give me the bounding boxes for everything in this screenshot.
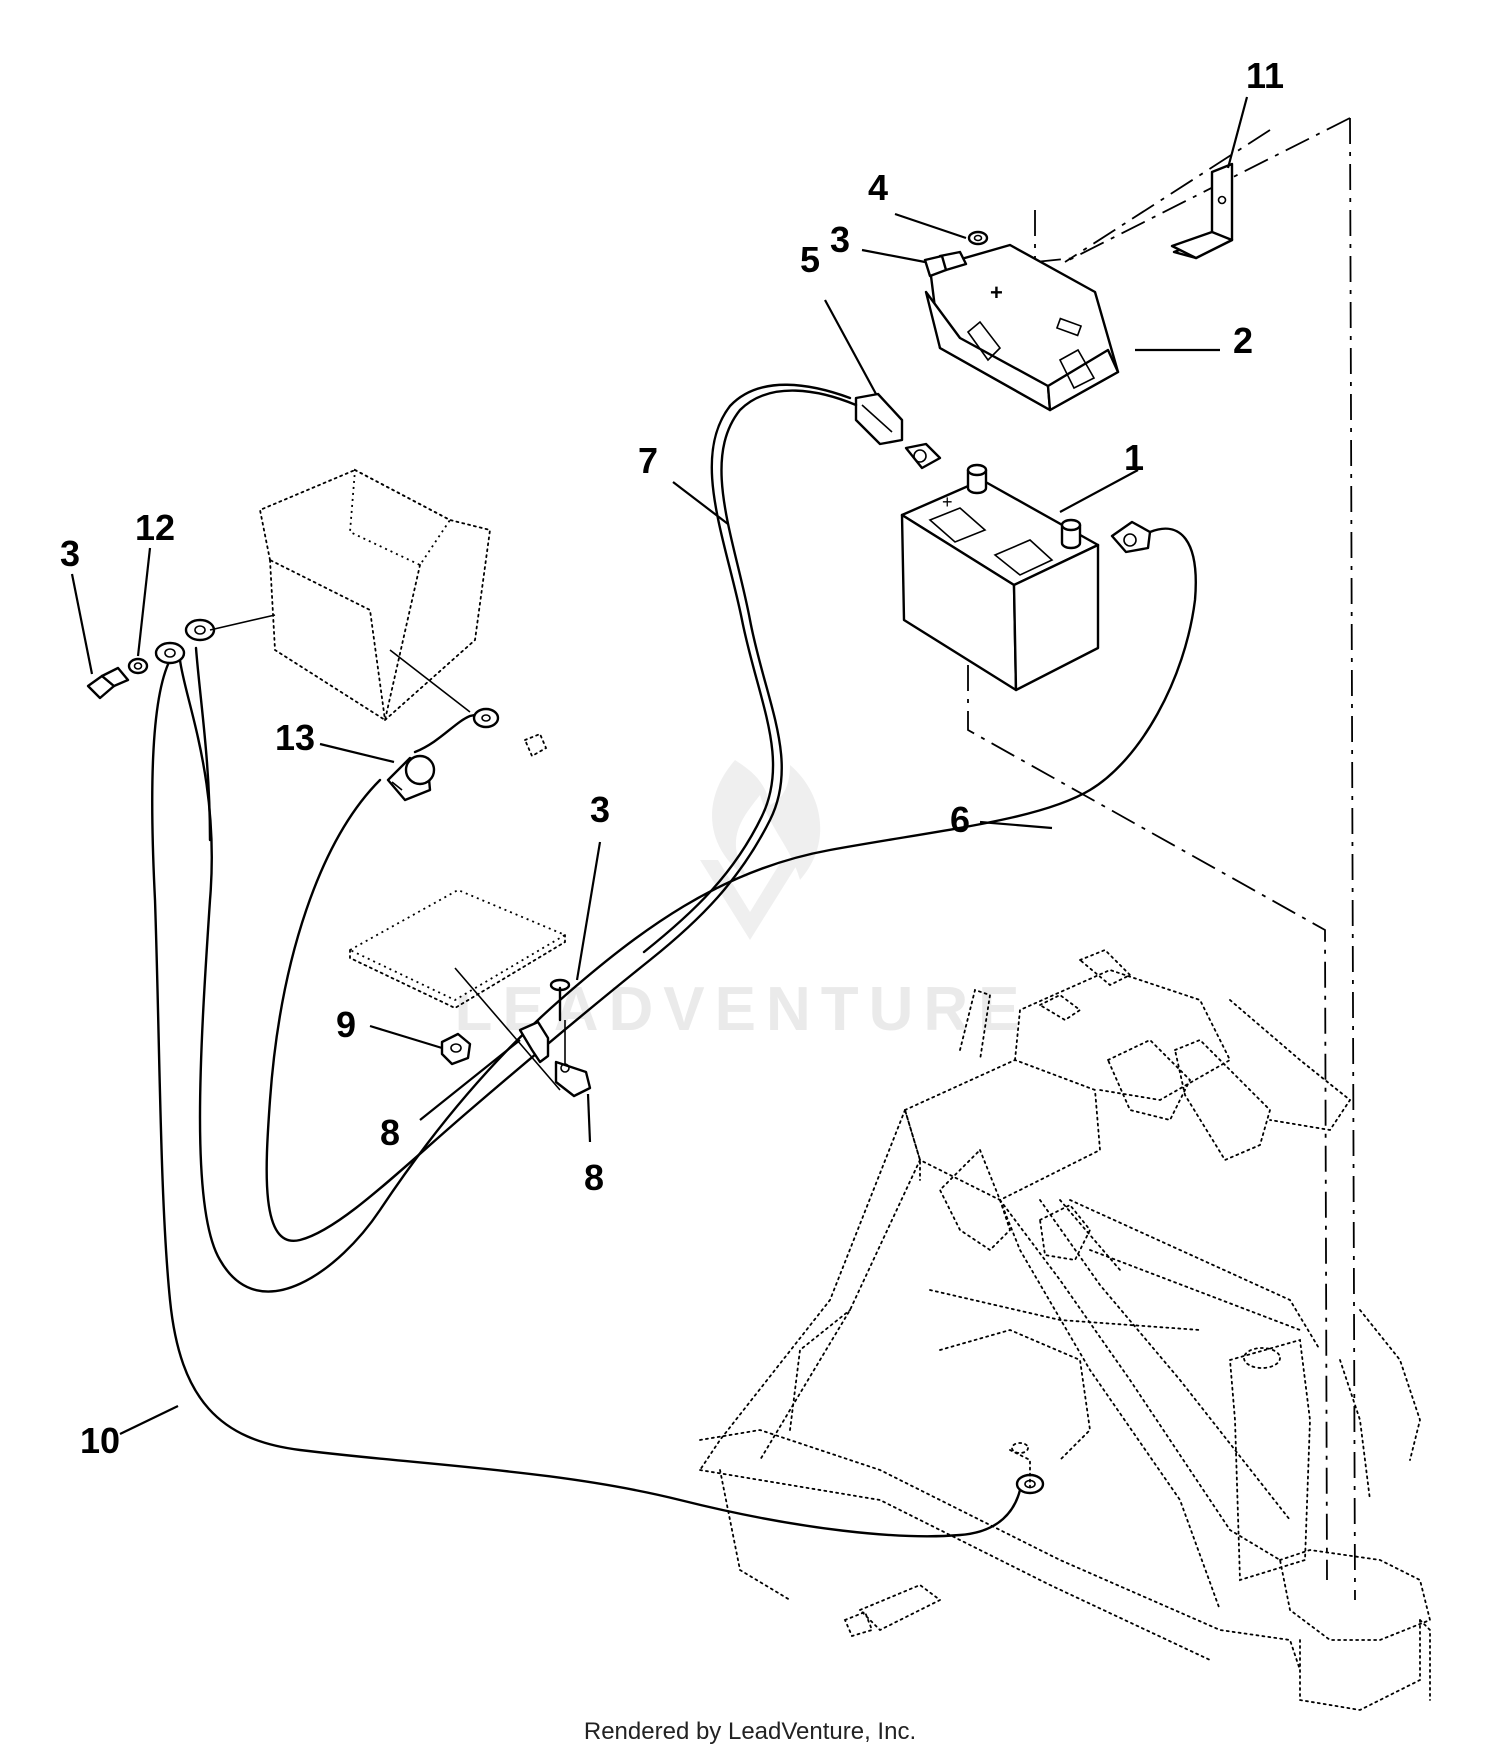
callout-8-right: 8 <box>584 1157 604 1198</box>
callout-10: 10 <box>80 1420 120 1461</box>
terminal-boot-part-13 <box>386 754 436 802</box>
callout-3-top: 3 <box>830 219 850 260</box>
callout-12: 12 <box>135 507 175 548</box>
bolt-part-3-middle <box>549 978 571 1070</box>
battery-cover-part-2: + <box>924 243 1120 412</box>
callout-9: 9 <box>336 1004 356 1045</box>
dotted-housing <box>209 468 548 758</box>
bolt-part-3-top <box>923 250 968 278</box>
callout-3-left: 3 <box>60 533 80 574</box>
tractor-frame <box>699 948 1432 1711</box>
callout-11: 11 <box>1246 55 1284 96</box>
bolt-part-3-left <box>86 666 130 700</box>
callout-4: 4 <box>868 167 888 208</box>
callout-1: 1 <box>1124 437 1144 478</box>
leader-lines <box>70 96 1249 1435</box>
cable-part-10 <box>151 658 1022 1538</box>
svg-text:+: + <box>942 492 953 512</box>
callout-2: 2 <box>1233 320 1253 361</box>
ring-terminals <box>154 618 1045 1495</box>
battery-part-1: + <box>900 463 1100 692</box>
rendered-by-footer: Rendered by LeadVenture, Inc. <box>583 1718 917 1745</box>
cable-part-7 <box>265 389 858 1242</box>
callout-7: 7 <box>638 440 658 481</box>
callout-13: 13 <box>275 717 315 758</box>
bracket-part-11 <box>1170 162 1234 260</box>
negative-terminal <box>1110 520 1152 554</box>
callouts: 1 2 3 3 3 4 5 6 7 8 8 9 10 11 12 13 <box>60 55 1284 1461</box>
washer-part-4 <box>967 230 989 246</box>
nut-part-9 <box>440 1032 472 1066</box>
washer-part-12 <box>127 657 149 675</box>
watermark: LEADVENTURE <box>454 760 1020 1044</box>
svg-text:+: + <box>990 280 1003 305</box>
callout-8-left: 8 <box>380 1112 400 1153</box>
callout-6: 6 <box>950 799 970 840</box>
callout-5: 5 <box>800 239 820 280</box>
mounting-plate <box>348 889 567 1091</box>
callout-3-middle: 3 <box>590 789 610 830</box>
terminal-boot-part-5 <box>854 392 942 470</box>
clamp-part-8 <box>518 1020 592 1098</box>
